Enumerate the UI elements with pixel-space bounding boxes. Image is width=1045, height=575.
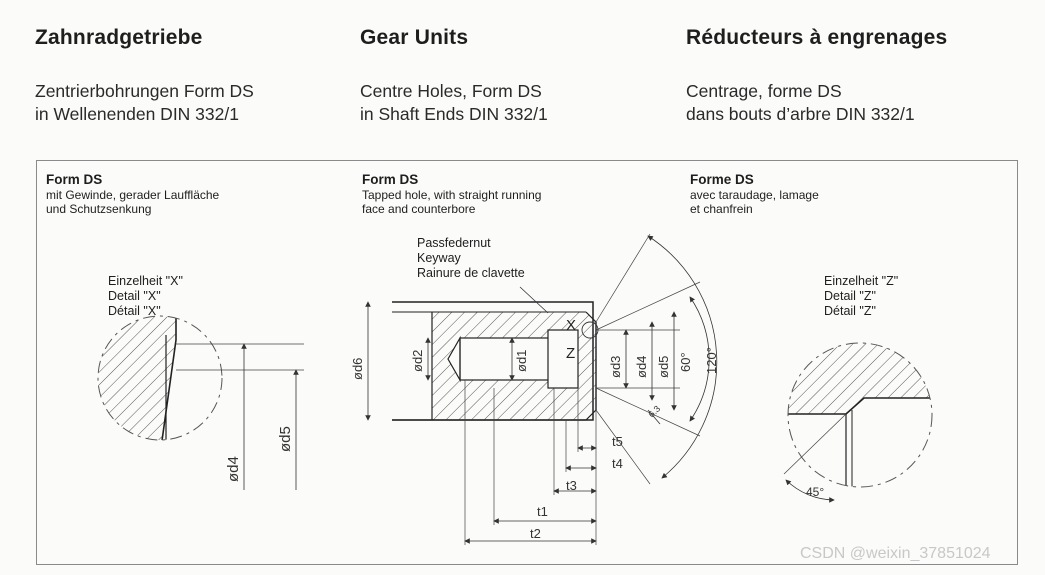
dim-t4: t4: [612, 456, 623, 471]
dim-d3: ød3: [608, 356, 623, 378]
detail-z-marker: Z: [566, 345, 575, 362]
caption-title: Form DS: [46, 172, 103, 187]
detail-label-line: Einzelheit "Z": [824, 274, 899, 288]
caption-english: Form DS Tapped hole, with straight runni…: [362, 172, 541, 216]
subtitle-line: Zentrierbohrungen Form DS: [35, 81, 254, 101]
detail-z-label: Einzelheit "Z" Detail "Z" Détail "Z": [824, 274, 898, 319]
detail-x-marker: X: [566, 317, 576, 334]
header-german: Zahnradgetriebe: [35, 26, 203, 49]
subtitle-line: in Shaft Ends DIN 332/1: [360, 104, 548, 124]
angle-120: 120°: [704, 347, 719, 374]
shaft-section: X Z ød6 ød2 ød1 ød3 ød4 ød5 60° 120° 6.3…: [350, 233, 719, 545]
dim-t5: t5: [612, 434, 623, 449]
caption-line: et chanfrein: [690, 202, 753, 216]
angle-60: 60°: [678, 352, 693, 372]
dim-t1: t1: [537, 504, 548, 519]
angle-45: 45°: [806, 485, 824, 499]
detail-x-label: Einzelheit "X" Detail "X" Détail "X": [108, 274, 183, 319]
keyway-label-line: Keyway: [417, 251, 461, 265]
surface-mark-icon: 6.3: [646, 403, 662, 419]
dim-d1: ød1: [514, 350, 529, 372]
dim-t3: t3: [566, 478, 577, 493]
caption-title: Form DS: [362, 172, 419, 187]
dim-t2: t2: [530, 526, 541, 541]
keyway-label: Passfedernut Keyway Rainure de clavette: [417, 236, 525, 281]
subtitle-line: Centre Holes, Form DS: [360, 81, 542, 101]
detail-label-line: Détail "X": [108, 304, 161, 318]
caption-line: und Schutzsenkung: [46, 202, 152, 216]
keyway-label-line: Passfedernut: [417, 236, 491, 250]
caption-line: avec taraudage, lamage: [690, 188, 819, 202]
dim-d4-detail: ød4: [225, 456, 242, 482]
caption-french: Forme DS avec taraudage, lamage et chanf…: [690, 172, 819, 216]
subtitle-line: in Wellenenden DIN 332/1: [35, 104, 239, 124]
watermark: CSDN @weixin_37851024: [800, 545, 991, 562]
caption-title: Forme DS: [690, 172, 754, 187]
dim-d5: ød5: [656, 356, 671, 378]
subtitle-english: Centre Holes, Form DS in Shaft Ends DIN …: [360, 80, 548, 126]
subtitle-line: Centrage, forme DS: [686, 81, 842, 101]
detail-label-line: Detail "Z": [824, 289, 876, 303]
header-french: Réducteurs à engrenages: [686, 26, 948, 49]
caption-line: mit Gewinde, gerader Lauffläche: [46, 188, 220, 202]
dim-d6: ød6: [350, 358, 365, 380]
detail-label-line: Detail "X": [108, 289, 161, 303]
dim-d5-detail: ød5: [277, 426, 294, 452]
subtitle-french: Centrage, forme DS dans bouts d’arbre DI…: [686, 80, 915, 126]
detail-label-line: Détail "Z": [824, 304, 876, 318]
caption-line: Tapped hole, with straight running: [362, 188, 542, 202]
keyway-label-line: Rainure de clavette: [417, 266, 525, 280]
header-english: Gear Units: [360, 26, 469, 49]
subtitle-line: dans bouts d’arbre DIN 332/1: [686, 104, 915, 124]
drawing-frame: [36, 160, 1018, 565]
detail-label-line: Einzelheit "X": [108, 274, 183, 288]
dim-d4: ød4: [634, 356, 649, 378]
caption-line: face and counterbore: [362, 202, 476, 216]
detail-z-drawing: 45°: [783, 342, 933, 503]
caption-german: Form DS mit Gewinde, gerader Lauffläche …: [46, 172, 219, 216]
dim-d2: ød2: [410, 350, 425, 372]
subtitle-german: Zentrierbohrungen Form DS in Wellenenden…: [35, 80, 254, 126]
detail-x-drawing: ød4 ød5: [97, 315, 304, 490]
